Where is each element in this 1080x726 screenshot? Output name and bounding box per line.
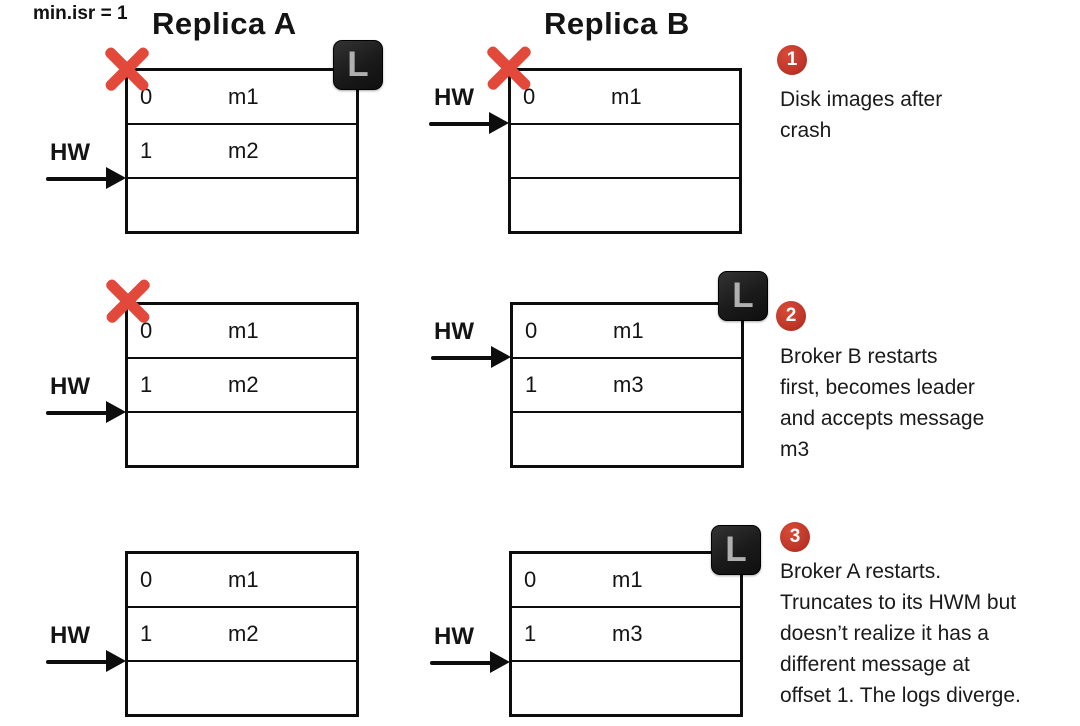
message-cell: m3 [612,621,643,646]
hw-arrow-icon [429,112,509,134]
log-row: 0 m1 [513,305,741,359]
offset-cell: 0 [140,318,153,343]
note-text: Broker B restarts first, becomes leader … [780,341,984,465]
step-number-badge: 1 [777,45,807,75]
message-cell: m2 [228,621,259,646]
offset-cell: 1 [140,138,153,163]
message-cell: m1 [612,567,643,592]
note-line: crash [780,119,832,142]
message-cell: m1 [228,318,259,343]
message-cell: m2 [228,372,259,397]
leader-badge-icon: L [711,525,761,575]
step-number-badge: 2 [776,301,806,331]
log-row: 1 m2 [128,125,356,179]
offset-cell: 0 [523,84,536,109]
offset-cell: 0 [524,567,537,592]
offset-cell: 1 [525,372,538,397]
leader-badge-icon: L [718,271,768,321]
note-text: Disk images after crash [780,84,942,146]
log-row: 0 m1 [511,71,739,125]
hw-label: HW [50,139,90,166]
log-row: 1 m2 [128,608,356,662]
log-row-empty [513,413,741,465]
log-row-empty [512,662,740,714]
hw-arrow-icon [46,167,126,189]
log-row: 1 m3 [512,608,740,662]
hw-label: HW [50,373,90,400]
log-row-empty [128,662,356,714]
stage2-replica-a-log: 0 m1 1 m2 [125,302,359,468]
log-row-empty [511,125,739,179]
hw-arrow-icon [431,346,511,368]
leader-badge-icon: L [333,40,383,90]
note-line: m3 [780,438,810,461]
log-row: 0 m1 [128,305,356,359]
offset-cell: 0 [140,567,153,592]
note-line: Disk images after [780,88,943,111]
note-line: Broker A restarts. [780,560,942,583]
note-line: offset 1. The logs diverge. [780,684,1021,707]
note-line: first, becomes leader [780,376,975,399]
log-row: 0 m1 [512,554,740,608]
offset-cell: 1 [524,621,537,646]
offset-cell: 1 [140,372,153,397]
stage1-replica-b-log: 0 m1 [508,68,742,234]
log-row: 0 m1 [128,554,356,608]
log-row-empty [128,413,356,465]
stage2-replica-b-log: 0 m1 1 m3 [510,302,744,468]
replica-a-title: Replica A [152,6,297,41]
message-cell: m1 [613,318,644,343]
log-row: 1 m2 [128,359,356,413]
note-line: and accepts message [780,407,985,430]
offset-cell: 0 [525,318,538,343]
message-cell: m1 [228,567,259,592]
note-line: Broker B restarts [780,345,938,368]
crash-x-icon [104,277,152,325]
crash-x-icon [103,45,151,93]
offset-cell: 1 [140,621,153,646]
replica-b-title: Replica B [544,6,690,41]
note-text: Broker A restarts. Truncates to its HWM … [780,556,1021,711]
hw-arrow-icon [46,401,126,423]
log-row-empty [511,179,739,231]
message-cell: m1 [611,84,642,109]
note-line: doesn’t realize it has a [780,622,989,645]
hw-arrow-icon [430,651,510,673]
hw-label: HW [434,84,474,111]
note-line: Truncates to its HWM but [780,591,1017,614]
hw-arrow-icon [46,650,126,672]
step-number-badge: 3 [780,522,810,552]
crash-x-icon [485,44,533,92]
message-cell: m2 [228,138,259,163]
stage3-replica-b-log: 0 m1 1 m3 [509,551,743,717]
log-row: 1 m3 [513,359,741,413]
hw-label: HW [434,623,474,650]
message-cell: m1 [228,84,259,109]
message-cell: m3 [613,372,644,397]
hw-label: HW [434,318,474,345]
min-isr-label: min.isr = 1 [33,3,128,24]
log-row-empty [128,179,356,231]
note-line: different message at [780,653,970,676]
stage1-replica-a-log: 0 m1 1 m2 [125,68,359,234]
hw-label: HW [50,622,90,649]
log-row: 0 m1 [128,71,356,125]
offset-cell: 0 [140,84,153,109]
stage3-replica-a-log: 0 m1 1 m2 [125,551,359,717]
